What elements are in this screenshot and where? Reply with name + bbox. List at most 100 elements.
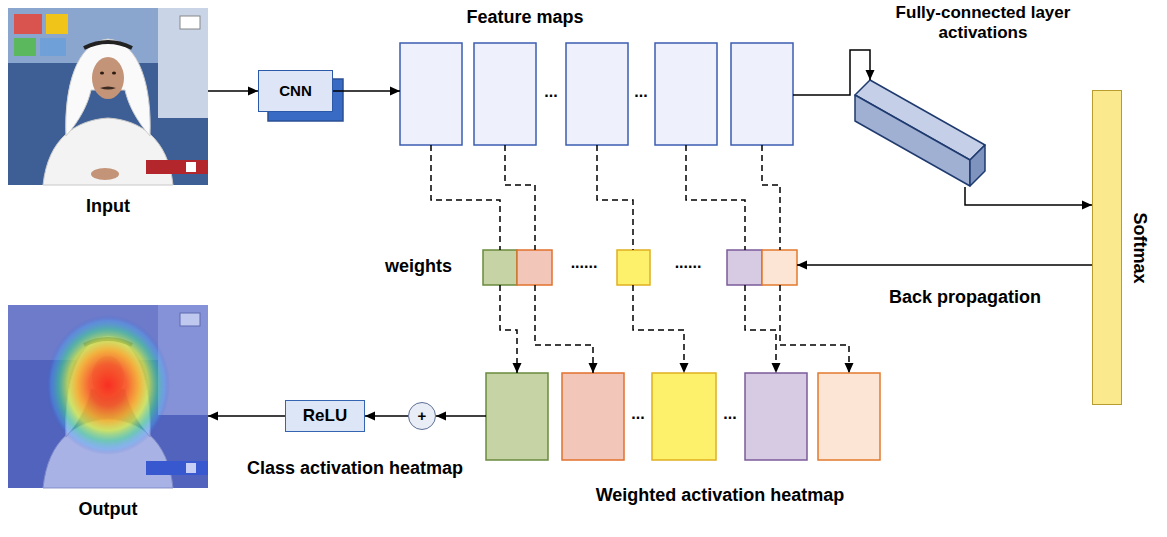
ellipsis-mark: ...: [723, 405, 736, 422]
weighted-heatmaps: [486, 373, 880, 460]
feature-map: [655, 43, 717, 145]
heatmap-box: [652, 373, 716, 460]
connector-line: [505, 145, 535, 250]
lower-third-bar: [146, 160, 208, 174]
node-text: Output: [79, 499, 138, 519]
agal: [84, 42, 132, 48]
arrowhead: [208, 412, 218, 421]
connector-line: [780, 285, 849, 373]
arrowhead: [772, 363, 781, 373]
connector-line: [965, 187, 1092, 205]
photo-background: [8, 305, 208, 488]
arrowhead: [365, 412, 375, 421]
sum-circle: +: [408, 402, 436, 430]
arrowhead: [248, 87, 258, 96]
input-image: Input: [8, 8, 208, 220]
arrowhead: [513, 363, 522, 373]
eye: [112, 72, 116, 75]
heatmap-box: [486, 373, 548, 460]
photo-background: [8, 8, 208, 185]
cuboid-front: [855, 95, 970, 186]
dashed-connector: [431, 145, 780, 250]
connector-line: [745, 285, 776, 373]
arrowhead: [845, 363, 854, 373]
fc-cuboid: [855, 80, 985, 186]
arrowhead: [436, 412, 446, 421]
feature-maps: [400, 43, 793, 145]
text-slot: Softmax: [1128, 212, 1150, 283]
connector-line: [431, 145, 500, 250]
headscarf: [66, 39, 150, 136]
label-slot: Class activation heatmap: [225, 458, 485, 480]
fc-layer: Fully-connected layer activations: [845, 80, 990, 187]
connector-line: [208, 415, 285, 417]
arrow-connector: [436, 412, 486, 421]
label-slot: ...: [531, 82, 571, 101]
text-slot: Weighted activation heatmap: [540, 485, 900, 507]
label-slot: ...: [621, 82, 661, 101]
arrowhead: [797, 261, 807, 270]
heatmap-box: [562, 373, 624, 460]
arrowhead: [589, 363, 598, 373]
screen: [14, 38, 36, 56]
node-text: ReLU: [303, 406, 347, 426]
face: [92, 57, 124, 99]
connector-line: [597, 145, 633, 250]
arrow-connector: [208, 412, 285, 421]
screen: [40, 38, 66, 56]
edge-label: Back propagation: [889, 287, 1041, 307]
ellipsis-mark: ......: [675, 254, 702, 271]
arrow-connector: [208, 87, 258, 96]
robe: [43, 118, 173, 185]
cnn-box: CNN: [258, 70, 333, 112]
colormap-tint: [8, 305, 208, 488]
weight-squares: [483, 250, 797, 285]
connector-line: [797, 264, 1092, 266]
node-text: +: [418, 407, 427, 425]
input-photo: [8, 8, 208, 185]
output-photo: [8, 305, 208, 488]
connector-line: [500, 285, 517, 373]
connector-line: [535, 285, 593, 373]
heatmap-box: [818, 373, 880, 460]
cuboid-end: [970, 145, 985, 186]
heatmap-overlay: [46, 315, 170, 455]
connector-line: [633, 285, 684, 373]
eye: [100, 72, 104, 75]
node-text: weights: [385, 256, 452, 276]
arrow-connector: [965, 187, 1092, 210]
text-slot: Input: [8, 196, 208, 218]
connector-line: [333, 90, 400, 92]
relu-box: ReLU: [285, 400, 365, 432]
feature-map: [566, 43, 628, 145]
feature-map: [731, 43, 793, 145]
studio-panel: [158, 8, 208, 118]
text-slot: weights: [385, 256, 480, 278]
node-text: Feature maps: [466, 7, 583, 27]
arrowhead: [866, 70, 875, 80]
label-slot: ...: [618, 404, 658, 423]
channel-logo: [180, 16, 200, 29]
arrowhead: [680, 363, 689, 373]
feature-map-group: Feature maps: [400, 5, 793, 145]
feature-map: [400, 43, 462, 145]
connector-line: [686, 145, 745, 250]
screen: [46, 14, 68, 34]
output-image: Output: [8, 305, 208, 527]
dashed-connector: [500, 285, 854, 373]
lower-third-logo: [186, 162, 196, 172]
ellipsis-mark: ...: [544, 83, 557, 100]
node-text: Input: [86, 196, 130, 216]
arrowhead: [1082, 201, 1092, 210]
softmax-bar: Softmax: [1092, 90, 1122, 405]
ellipsis-mark: ...: [631, 405, 644, 422]
node-text: Softmax: [1130, 212, 1150, 283]
arrow-connector: [365, 412, 408, 421]
weight-square: [483, 250, 517, 285]
connector-line: [762, 145, 780, 250]
edge-label-slot: Back propagation: [870, 287, 1060, 309]
arrow-connector: [793, 50, 875, 95]
label-slot: ......: [668, 253, 708, 272]
label-slot: ......: [564, 253, 604, 272]
